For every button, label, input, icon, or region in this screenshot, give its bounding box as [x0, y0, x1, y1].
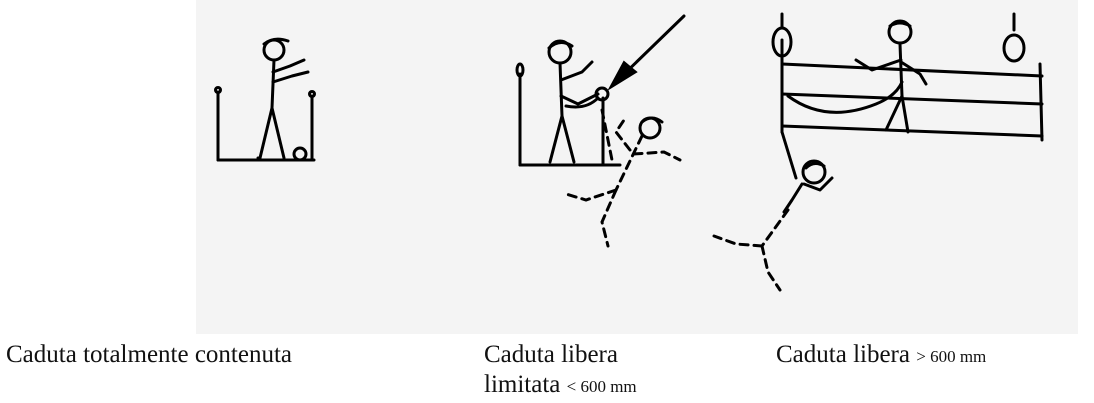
anchor-ring-1	[292, 146, 308, 162]
worker-standing-1	[256, 37, 310, 160]
caption-limited-fall: Caduta libera limitata < 600 mm	[484, 340, 637, 402]
caption-limited-measure: < 600 mm	[566, 377, 637, 396]
scene-contained-fall	[214, 37, 316, 162]
caption-limited-line2-text: limitata	[484, 371, 567, 398]
caption-contained-fall: Caduta totalmente contenuta	[6, 340, 292, 370]
worker-standing-2	[547, 39, 600, 164]
caption-free-measure: > 600 mm	[916, 347, 987, 366]
scene-free-fall	[712, 12, 1044, 292]
scene-limited-fall	[515, 14, 686, 248]
caption-free-text: Caduta libera	[776, 341, 917, 368]
platform-2	[515, 62, 622, 167]
caption-contained-text: Caduta totalmente contenuta	[6, 341, 293, 368]
pointer-arrow	[607, 14, 686, 91]
falling-worker-3	[712, 130, 834, 292]
caption-free-fall: Caduta libera > 600 mm	[776, 340, 986, 372]
caption-limited-line1: Caduta libera	[484, 341, 618, 368]
falling-worker-2	[564, 108, 682, 248]
fall-scenarios-drawing	[214, 12, 1044, 292]
caption-limited-line2: limitata < 600 mm	[484, 370, 637, 402]
anchor-point-2	[564, 86, 610, 109]
suspended-platform-3	[771, 12, 1044, 142]
illustration-panel	[196, 0, 1078, 334]
worker-on-platform-3	[786, 19, 928, 134]
